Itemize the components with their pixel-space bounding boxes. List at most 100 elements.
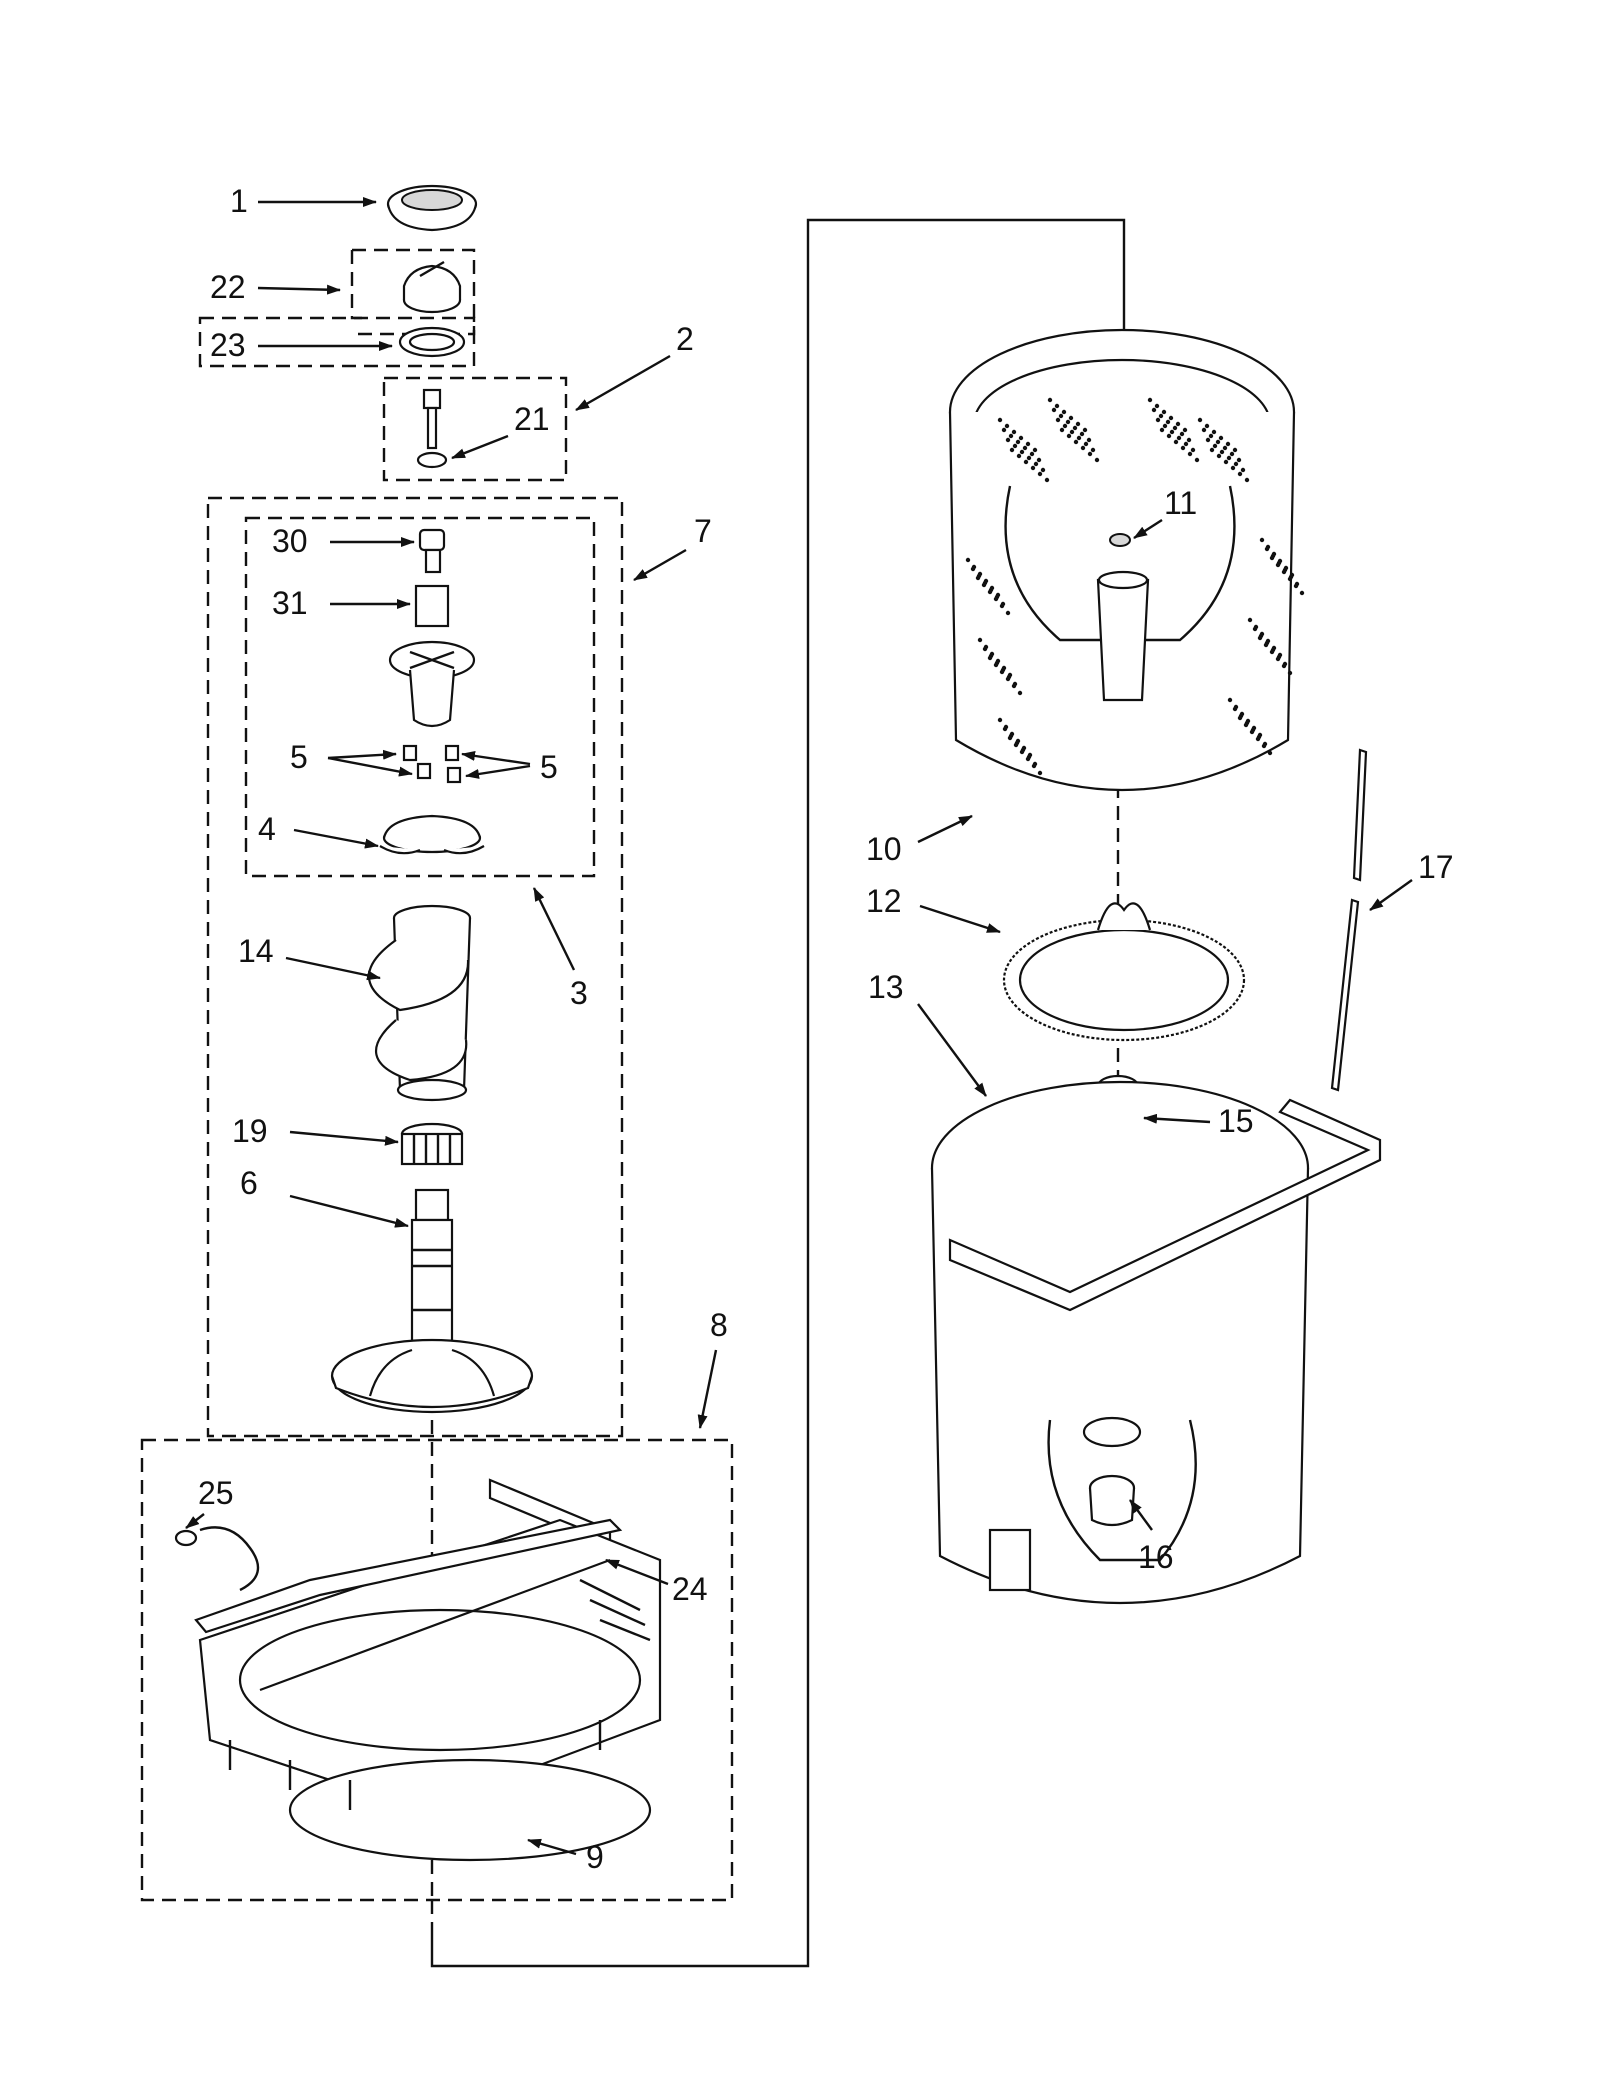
basket-hole [1040, 467, 1046, 473]
basket-hole [1240, 467, 1246, 473]
basket-hole [1173, 439, 1179, 445]
auger-part-14 [367, 904, 472, 1102]
basket-hole [1019, 749, 1025, 755]
basket-hole [1044, 477, 1050, 483]
basket-hole [1212, 443, 1218, 449]
basket-hole [993, 662, 999, 668]
basket-hole [1179, 431, 1185, 437]
basket-hole [1287, 576, 1293, 582]
basket-hole [1029, 451, 1035, 457]
dogs-part-22 [402, 260, 462, 314]
basket-hole [1051, 407, 1057, 413]
basket-hole [1079, 431, 1085, 437]
basket-hole [1208, 433, 1214, 439]
basket-hole [999, 603, 1005, 609]
basket-hole [1083, 441, 1089, 447]
callout-12: 12 [866, 883, 902, 919]
basket-hole [1259, 537, 1265, 543]
basket-hole [1209, 447, 1215, 453]
basket-hole [1076, 435, 1082, 441]
basket-hole [999, 669, 1005, 675]
basket-hole [1018, 435, 1024, 441]
callout-4: 4 [258, 811, 276, 847]
basket-hole [1082, 427, 1088, 433]
basket-hole [1204, 423, 1210, 429]
basket-hole [1247, 617, 1253, 623]
basket-hole [987, 655, 993, 661]
basket-hole [1190, 447, 1196, 453]
part-16 [1088, 1474, 1136, 1527]
basket-hole [1011, 683, 1017, 689]
group-boxes [140, 248, 734, 1935]
box-3 [244, 516, 596, 878]
basket-hole [1257, 635, 1263, 641]
basket-hole [1205, 437, 1211, 443]
basket-hole [1219, 449, 1225, 455]
basket-hole [1087, 451, 1093, 457]
basket-hole [1004, 423, 1010, 429]
basket-hole [982, 646, 988, 652]
basket-hole [1226, 455, 1232, 461]
bracket-part-24 [194, 1518, 623, 1634]
basket-hole [1147, 397, 1153, 403]
basket-hole [1055, 417, 1061, 423]
basket-hole [1186, 437, 1192, 443]
basket-hole [1263, 642, 1269, 648]
cap-part-1 [386, 184, 478, 232]
basket-hole [993, 596, 999, 602]
basket-hole [1012, 443, 1018, 449]
basket-hole [1059, 427, 1065, 433]
basket-hole [1237, 715, 1243, 721]
basket-holes [965, 397, 1305, 776]
callout-3: 3 [570, 975, 588, 1011]
basket-hole [1023, 459, 1029, 465]
callout-23: 23 [210, 327, 246, 363]
basket-hole [1269, 555, 1275, 561]
basket-hole [1165, 419, 1171, 425]
tub-part-13 [930, 1080, 1382, 1605]
callout-7: 7 [694, 513, 712, 549]
basket-hole [1269, 649, 1275, 655]
basket-part-10 [948, 328, 1296, 792]
callout-13: 13 [868, 969, 904, 1005]
basket-hole [1037, 770, 1043, 776]
basket-hole [1162, 423, 1168, 429]
callout-19: 19 [232, 1113, 268, 1149]
basket-hole [1072, 425, 1078, 431]
basket-hole [1066, 433, 1072, 439]
basket-hole [1007, 735, 1013, 741]
basket-hole [1233, 461, 1239, 467]
callout-10: 10 [866, 831, 902, 867]
basket-hole [1016, 453, 1022, 459]
basket-hole [1249, 729, 1255, 735]
basket-hole [1194, 457, 1200, 463]
box-2 [382, 376, 568, 482]
basket-hole [1187, 451, 1193, 457]
basket-hole [1030, 465, 1036, 471]
callout-31: 31 [272, 585, 308, 621]
basket-hole [1047, 397, 1053, 403]
cam-part [388, 640, 476, 728]
basket-hole [1075, 421, 1081, 427]
basket-hole [1036, 457, 1042, 463]
callout-21: 21 [514, 401, 550, 437]
callout-17: 17 [1418, 849, 1454, 885]
basket-hole [1267, 750, 1273, 756]
basket-hole [1033, 461, 1039, 467]
basket-hole [1175, 421, 1181, 427]
basket-hole [1054, 403, 1060, 409]
hose-part-17 [1330, 748, 1368, 1092]
basket-hole [1080, 445, 1086, 451]
basket-hole [1281, 569, 1287, 575]
basket-hole [997, 417, 1003, 423]
basket-hole [1166, 433, 1172, 439]
basket-hole [1069, 429, 1075, 435]
box-7 [206, 496, 624, 1438]
basket-hole [1009, 447, 1015, 453]
basket-hole [1159, 427, 1165, 433]
basket-hole [1244, 477, 1250, 483]
basket-hole [1218, 435, 1224, 441]
basket-hole [1005, 437, 1011, 443]
callout-14: 14 [238, 933, 274, 969]
basket-hole [1062, 423, 1068, 429]
